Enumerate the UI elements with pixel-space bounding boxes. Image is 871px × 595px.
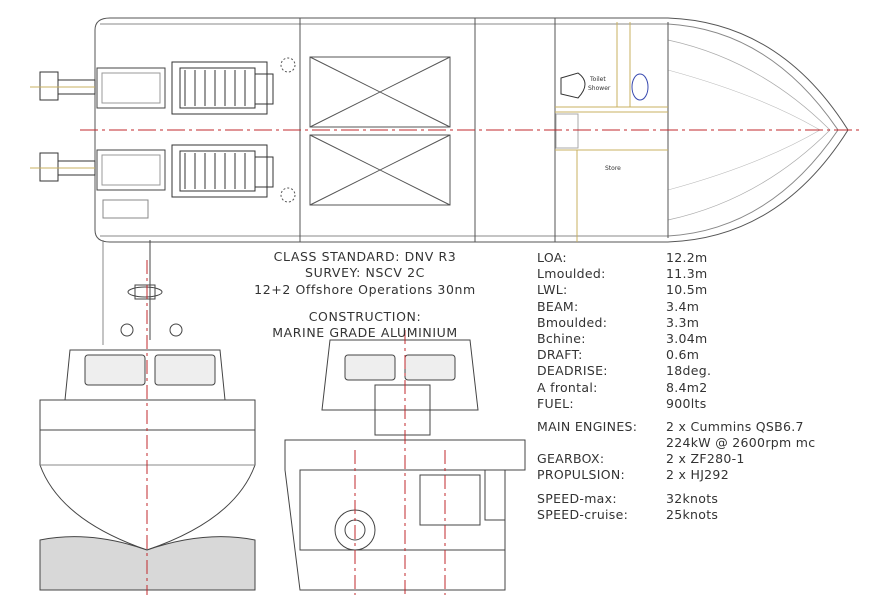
spec-value: 18deg.: [666, 363, 712, 379]
class-standard-note: CLASS STANDARD: DNV R3: [273, 249, 457, 264]
spec-key: DRAFT:: [537, 347, 583, 363]
construction-title: CONSTRUCTION:: [308, 309, 422, 324]
spec-key: [537, 435, 666, 451]
spec-key: PROPULSION:: [537, 467, 626, 483]
spec-key: MAIN ENGINES:: [537, 418, 638, 434]
spec-row: DEADRISE: 18deg.: [537, 363, 815, 379]
engine-port: [171, 61, 274, 115]
spec-value: 12.2m: [666, 250, 708, 265]
rear-elevation: [284, 330, 526, 595]
specification-table: LOA: 12.2m Lmoulded: 11.3m LWL: 10.5m BEAM:…: [537, 250, 815, 523]
spec-row: LWL: 10.5m: [537, 282, 815, 298]
spec-row: Lmoulded: 11.3m: [537, 266, 815, 282]
spec-value: 32knots: [666, 490, 719, 506]
tank: [96, 67, 166, 109]
spec-value: 25knots: [666, 506, 719, 522]
spec-key: SPEED-cruise:: [537, 506, 629, 522]
spec-key: BEAM:: [537, 298, 579, 314]
tank: [96, 149, 166, 191]
spec-row: FUEL: 900lts: [537, 396, 815, 412]
spec-value: 3.04m: [666, 330, 708, 346]
spec-row: Bchine: 3.04m: [537, 331, 815, 347]
label-plate: [102, 199, 149, 219]
toilet-compartment: [555, 22, 668, 242]
waterjet-starboard: [30, 152, 96, 182]
spec-key: Bchine:: [537, 330, 586, 346]
spec-key: A frontal:: [537, 379, 598, 395]
spec-key: LWL:: [537, 282, 568, 298]
speed-row: SPEED-cruise: 25knots: [537, 507, 815, 523]
spec-key: Lmoulded:: [537, 266, 606, 282]
machinery-row: GEARBOX: 2 x ZF280-1: [537, 451, 815, 467]
machinery-row: 224kW @ 2600rpm mc: [537, 435, 815, 451]
front-elevation: [39, 240, 256, 595]
waterjet-port: [30, 71, 96, 101]
spec-value: 3.3m: [666, 314, 700, 330]
spec-key: SPEED-max:: [537, 490, 617, 506]
spec-value: 2 x HJ292: [666, 467, 729, 483]
spec-key: Bmoulded:: [537, 314, 608, 330]
spec-value: 10.5m: [666, 282, 708, 298]
toilet-label: Toilet: [589, 76, 606, 83]
spec-row: A frontal: 8.4m2: [537, 380, 815, 396]
spec-value: 900lts: [666, 395, 707, 411]
survey-note: SURVEY: NSCV 2C: [305, 265, 425, 280]
spec-value: 2 x ZF280-1: [666, 451, 745, 467]
spec-value: 8.4m2: [666, 379, 708, 395]
spec-key: GEARBOX:: [537, 451, 605, 467]
engine-starboard: [171, 144, 274, 198]
spec-value: 224kW @ 2600rpm mc: [666, 435, 816, 451]
machinery-row: PROPULSION: 2 x HJ292: [537, 467, 815, 483]
plan-view: [30, 17, 860, 243]
deck-hatch: [309, 56, 451, 128]
spec-row: BEAM: 3.4m: [537, 299, 815, 315]
spec-value: 0.6m: [666, 347, 700, 363]
operations-note: 12+2 Offshore Operations 30nm: [254, 282, 476, 297]
spec-value: 11.3m: [666, 266, 708, 282]
speed-row: SPEED-max: 32knots: [537, 491, 815, 507]
shower-label: Shower: [588, 85, 611, 92]
spec-key: LOA:: [537, 250, 567, 265]
spec-row: Bmoulded: 3.3m: [537, 315, 815, 331]
spec-value: 2 x Cummins QSB6.7: [666, 418, 804, 434]
construction-material: MARINE GRADE ALUMINIUM: [272, 325, 458, 340]
spec-key: DEADRISE:: [537, 363, 608, 379]
spec-row: DRAFT: 0.6m: [537, 347, 815, 363]
spec-row: LOA: 12.2m: [537, 250, 815, 266]
store-label: Store: [605, 165, 621, 172]
spec-value: 3.4m: [666, 298, 700, 314]
machinery-row: MAIN ENGINES: 2 x Cummins QSB6.7: [537, 419, 815, 435]
spec-key: FUEL:: [537, 395, 574, 411]
deck-hatch: [309, 134, 451, 206]
